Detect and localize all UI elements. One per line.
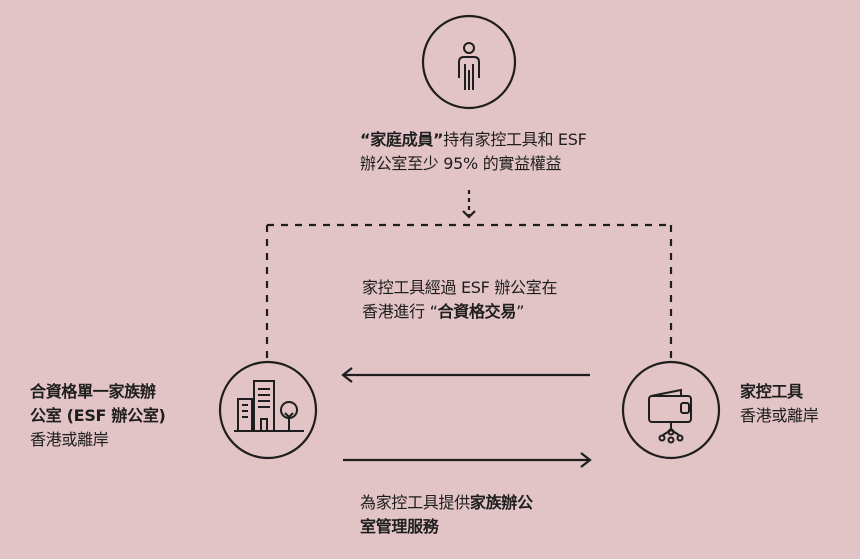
vehicle-node <box>621 360 721 460</box>
text-line: 公室 (ESF 辦公室) <box>30 406 166 425</box>
transaction-text: 家控工具經過 ESF 辦公室在 香港進行 “合資格交易” <box>362 276 557 324</box>
text-line: 香港或離岸 <box>740 406 819 425</box>
text-line: 合資格單一家族辦 <box>30 382 156 401</box>
quote-mark: ” <box>433 130 444 149</box>
transaction-arrow <box>341 367 590 383</box>
dashed-connector <box>265 223 673 360</box>
text-line: 家控工具 <box>740 382 803 401</box>
office-building-icon <box>234 380 304 432</box>
qualifying-transaction-label: 合資格交易 <box>437 302 517 321</box>
text-line: 持有家控工具和 ESF <box>443 130 587 149</box>
text-line: 香港進行 “ <box>362 302 438 321</box>
text-line: 家族辦公 <box>469 493 533 512</box>
quote-mark: “ <box>360 130 371 149</box>
esf-office-node <box>218 360 318 460</box>
esf-office-label: 合資格單一家族辦 公室 (ESF 辦公室) 香港或離岸 <box>30 380 166 452</box>
family-ownership-text: “家庭成員”持有家控工具和 ESF 辦公室至少 95% 的實益權益 <box>360 128 587 176</box>
services-text: 為家控工具提供家族辦公 室管理服務 <box>360 491 533 539</box>
text-line: 香港或離岸 <box>30 430 109 449</box>
text-line: 家控工具經過 ESF 辦公室在 <box>362 278 558 297</box>
person-icon <box>458 42 480 90</box>
text-line: 為家控工具提供 <box>360 493 470 512</box>
services-arrow <box>343 452 592 468</box>
family-members-label: 家庭成員 <box>370 130 434 149</box>
person-node <box>421 14 517 110</box>
arrow-head-down <box>462 210 476 219</box>
quote-mark: ” <box>516 302 525 321</box>
vehicle-label: 家控工具 香港或離岸 <box>740 380 819 428</box>
text-line: 辦公室至少 95% 的實益權益 <box>360 154 562 173</box>
wallet-network-icon <box>648 388 692 444</box>
text-line: 室管理服務 <box>360 517 439 536</box>
